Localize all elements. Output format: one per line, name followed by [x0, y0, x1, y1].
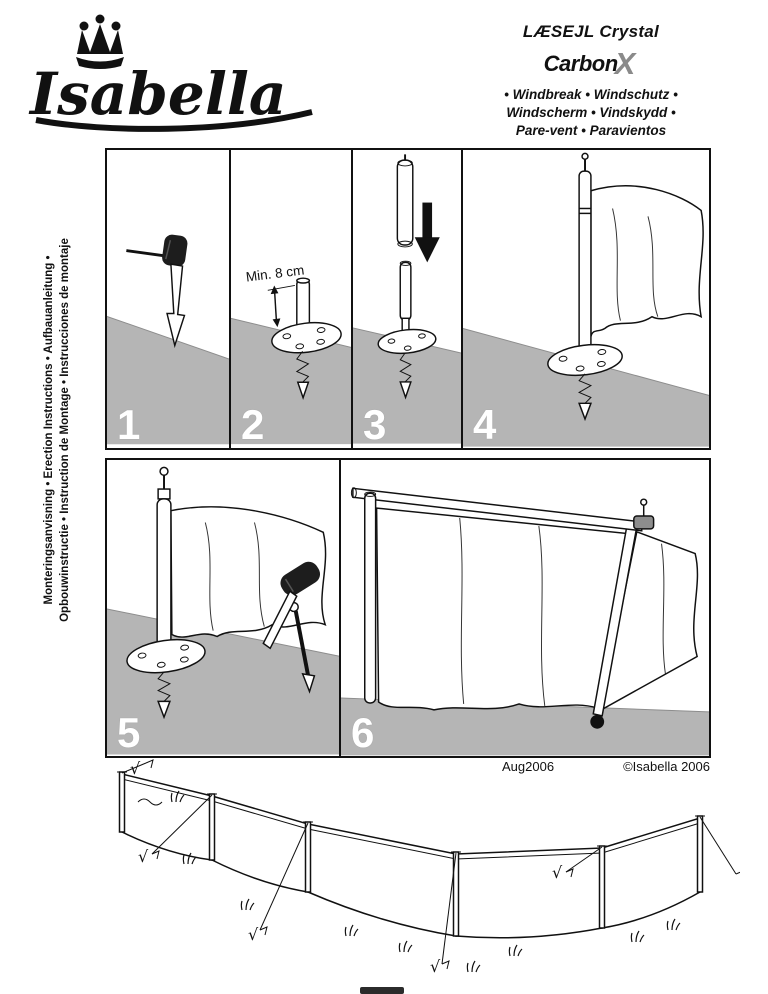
footer-copyright: ©Isabella 2006 — [623, 759, 710, 774]
pole-icon — [156, 466, 172, 648]
logo-wordmark: Isabella — [28, 60, 286, 128]
carbon-logo-text: Carbon — [543, 51, 619, 76]
step-number: 2 — [241, 401, 265, 448]
base-spigot-icon — [296, 277, 311, 331]
lower-pole-section-icon — [399, 260, 412, 321]
screw-peg-tool-icon — [126, 234, 188, 349]
upper-pole-section-icon — [396, 154, 414, 248]
check-mark: √ — [430, 957, 441, 976]
logo-underline-flourish — [35, 109, 313, 132]
step-panel-5: 5 — [105, 458, 341, 758]
check-mark: √ — [552, 863, 563, 882]
rail-clamp-fitting — [633, 498, 655, 530]
ground-screw-icon — [578, 373, 593, 422]
language-line: Windscherm • Vindskydd • — [506, 105, 676, 120]
finished-windbreak-figure: √ √ √ √ √ — [117, 759, 740, 976]
step-number: 6 — [351, 709, 375, 756]
top-rail-icon — [350, 487, 643, 532]
step-number: 4 — [473, 401, 497, 448]
side-fabric-panel — [600, 530, 699, 712]
front-fabric-panel — [375, 507, 631, 711]
step-panel-6: 6 — [339, 458, 711, 758]
header: LÆSEJL Crystal CarbonX • Windbreak • Win… — [466, 22, 716, 140]
page-fold-mark — [360, 987, 404, 994]
step-number: 3 — [363, 401, 387, 448]
dimension-arrow — [267, 284, 295, 328]
ground-screw-icon — [157, 671, 172, 720]
base-plate-icon — [271, 321, 342, 354]
carbon-x-logo: CarbonX — [466, 43, 716, 81]
step-number: 1 — [117, 401, 141, 448]
base-plate-icon — [126, 638, 206, 674]
down-arrow-icon — [414, 202, 440, 263]
step-panel-2: Min. 8 cm 2 — [229, 148, 353, 450]
ground — [341, 698, 709, 756]
language-line: • Windbreak • Windschutz • — [504, 87, 678, 102]
step-5-illustration — [107, 466, 339, 755]
vertical-caption-line1: Monteringsanvisning • Erection Instructi… — [43, 255, 55, 605]
step-number: 5 — [117, 709, 141, 756]
isabella-logo: Isabella — [28, 14, 313, 132]
left-pole-icon — [364, 491, 377, 704]
crown-icon — [76, 14, 124, 69]
step-panel-3: 3 — [351, 148, 463, 450]
footer-date: Aug2006 — [502, 759, 555, 774]
base-plate-icon — [377, 317, 437, 400]
step-panel-4: 4 — [461, 148, 711, 450]
ground-screw-icon — [295, 350, 310, 400]
guy-ropes — [121, 759, 740, 970]
step-6-illustration — [341, 487, 709, 756]
step-3-illustration — [353, 154, 461, 444]
base-plate-icon — [547, 343, 623, 377]
windbreak-fabric-icon — [590, 185, 704, 337]
language-list: • Windbreak • Windschutz • Windscherm • … — [466, 86, 716, 140]
check-mark: √ — [130, 759, 141, 778]
check-mark: √ — [248, 925, 259, 944]
mallet-icon — [262, 561, 321, 650]
check-mark: √ — [138, 847, 149, 866]
language-line: Pare-vent • Paravientos — [515, 123, 667, 138]
wall-poles — [117, 771, 705, 937]
vertical-caption-line2: Opbouwinstructie • Instruction de Montag… — [59, 238, 71, 622]
assembled-pole-icon — [578, 152, 592, 354]
grass-tufts — [170, 790, 681, 973]
step-2-illustration: Min. 8 cm — [231, 263, 351, 445]
check-marks: √ √ √ √ √ — [130, 759, 563, 976]
step-1-illustration — [107, 234, 229, 445]
isabella-mark — [137, 798, 163, 806]
dimension-label: Min. 8 cm — [245, 263, 305, 285]
product-title: LÆSEJL Crystal — [522, 22, 660, 41]
step-panel-1: 1 — [105, 148, 231, 450]
carbon-logo-x: X — [614, 46, 636, 81]
pole-foot-ball — [590, 714, 605, 729]
ground — [463, 328, 709, 447]
vertical-caption: Monteringsanvisning • Erection Instructi… — [41, 210, 73, 650]
step-4-illustration — [463, 152, 709, 447]
